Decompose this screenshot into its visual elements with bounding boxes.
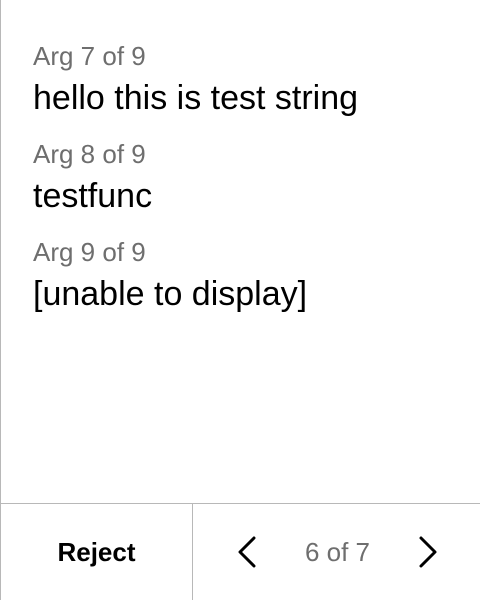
argument-value: [unable to display] [33, 275, 308, 313]
argument-label: Arg 7 of 9 [33, 41, 146, 71]
reject-button[interactable]: Reject [1, 504, 193, 600]
argument-list: Arg 7 of 9 hello this is test string Arg… [33, 38, 464, 332]
next-page-button[interactable] [414, 530, 442, 574]
page-indicator: 6 of 7 [304, 536, 371, 567]
chevron-right-icon [419, 536, 437, 568]
footer-bar: Reject 6 of 7 [1, 503, 480, 600]
argument-value: hello this is test string [33, 79, 359, 117]
argument-item: Arg 7 of 9 hello this is test string [33, 38, 464, 122]
argument-value: testfunc [33, 177, 153, 215]
argument-label: Arg 9 of 9 [33, 237, 146, 267]
previous-page-button[interactable] [233, 530, 261, 574]
chevron-left-icon [238, 536, 256, 568]
argument-label: Arg 8 of 9 [33, 139, 146, 169]
pager: 6 of 7 [193, 504, 480, 600]
argument-item: Arg 9 of 9 [unable to display] [33, 234, 464, 318]
argument-item: Arg 8 of 9 testfunc [33, 136, 464, 220]
